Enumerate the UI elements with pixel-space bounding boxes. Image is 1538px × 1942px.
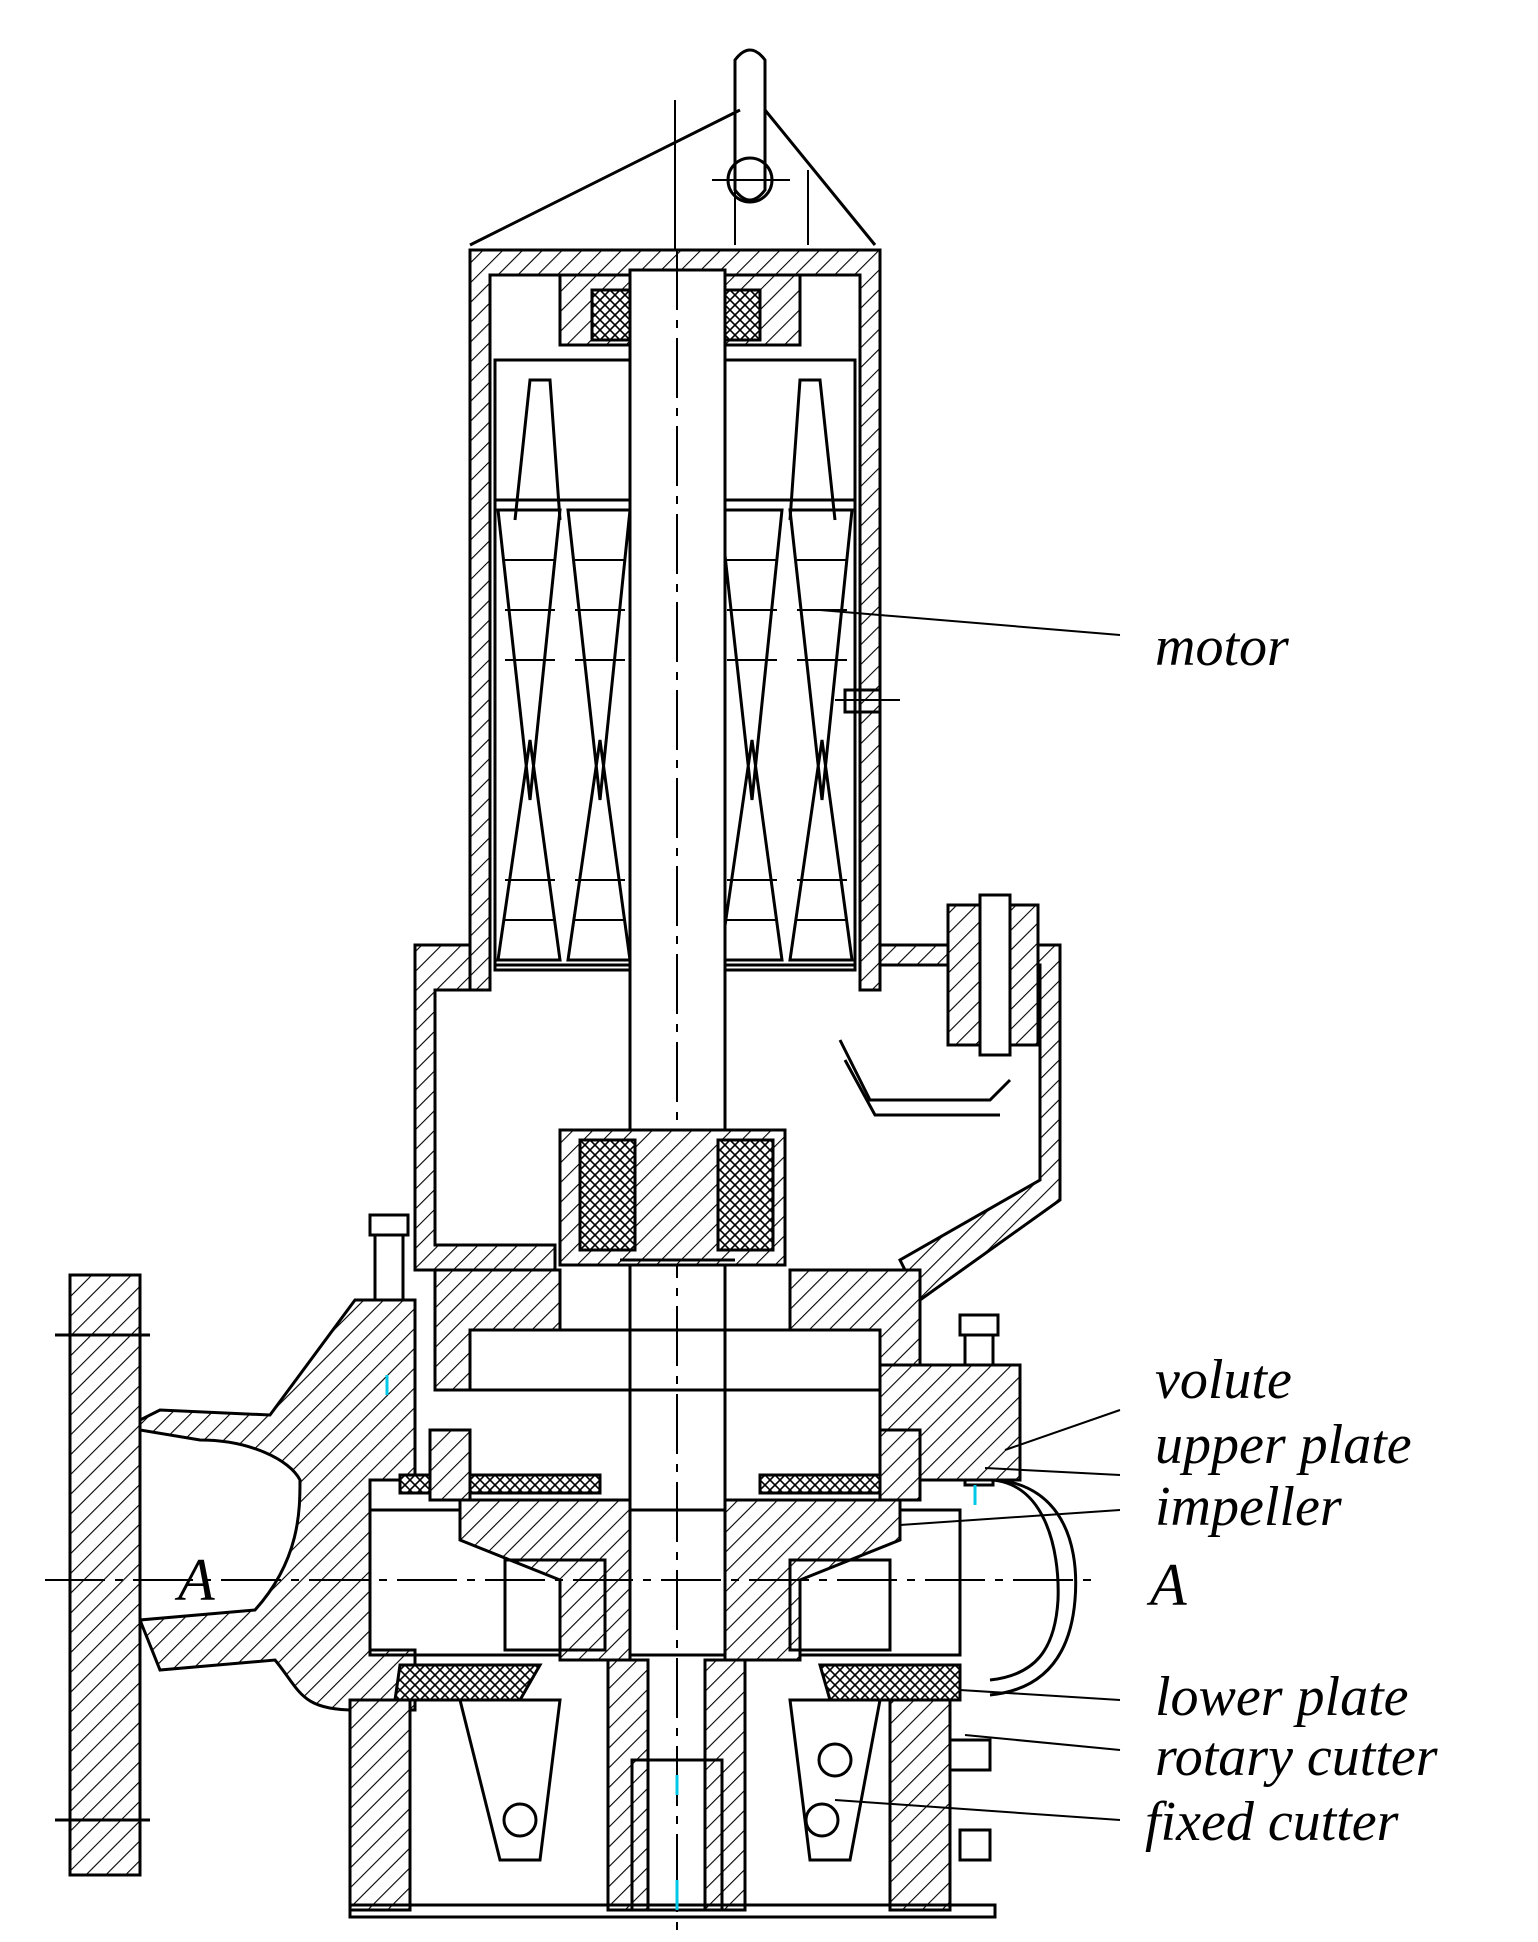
impeller bbox=[368, 1428, 962, 1662]
label-impeller: impeller bbox=[1155, 1476, 1342, 1538]
leader-lines bbox=[819, 609, 1121, 1821]
label-lower-plate: lower plate bbox=[1155, 1666, 1409, 1728]
seal-housing bbox=[413, 893, 1062, 1392]
lifting-handle bbox=[469, 48, 877, 270]
pump-volute bbox=[55, 1273, 1078, 1877]
label-section-right: A bbox=[1146, 1552, 1187, 1618]
label-rotary-cutter: rotary cutter bbox=[1155, 1726, 1438, 1788]
label-upper-plate: upper plate bbox=[1155, 1414, 1412, 1476]
label-volute: volute bbox=[1155, 1349, 1292, 1411]
shaft bbox=[628, 250, 727, 1930]
label-section-left: A bbox=[174, 1547, 215, 1613]
accent-marks bbox=[385, 1375, 977, 1910]
label-fixed-cutter: fixed cutter bbox=[1145, 1791, 1399, 1853]
label-motor: motor bbox=[1155, 616, 1289, 678]
